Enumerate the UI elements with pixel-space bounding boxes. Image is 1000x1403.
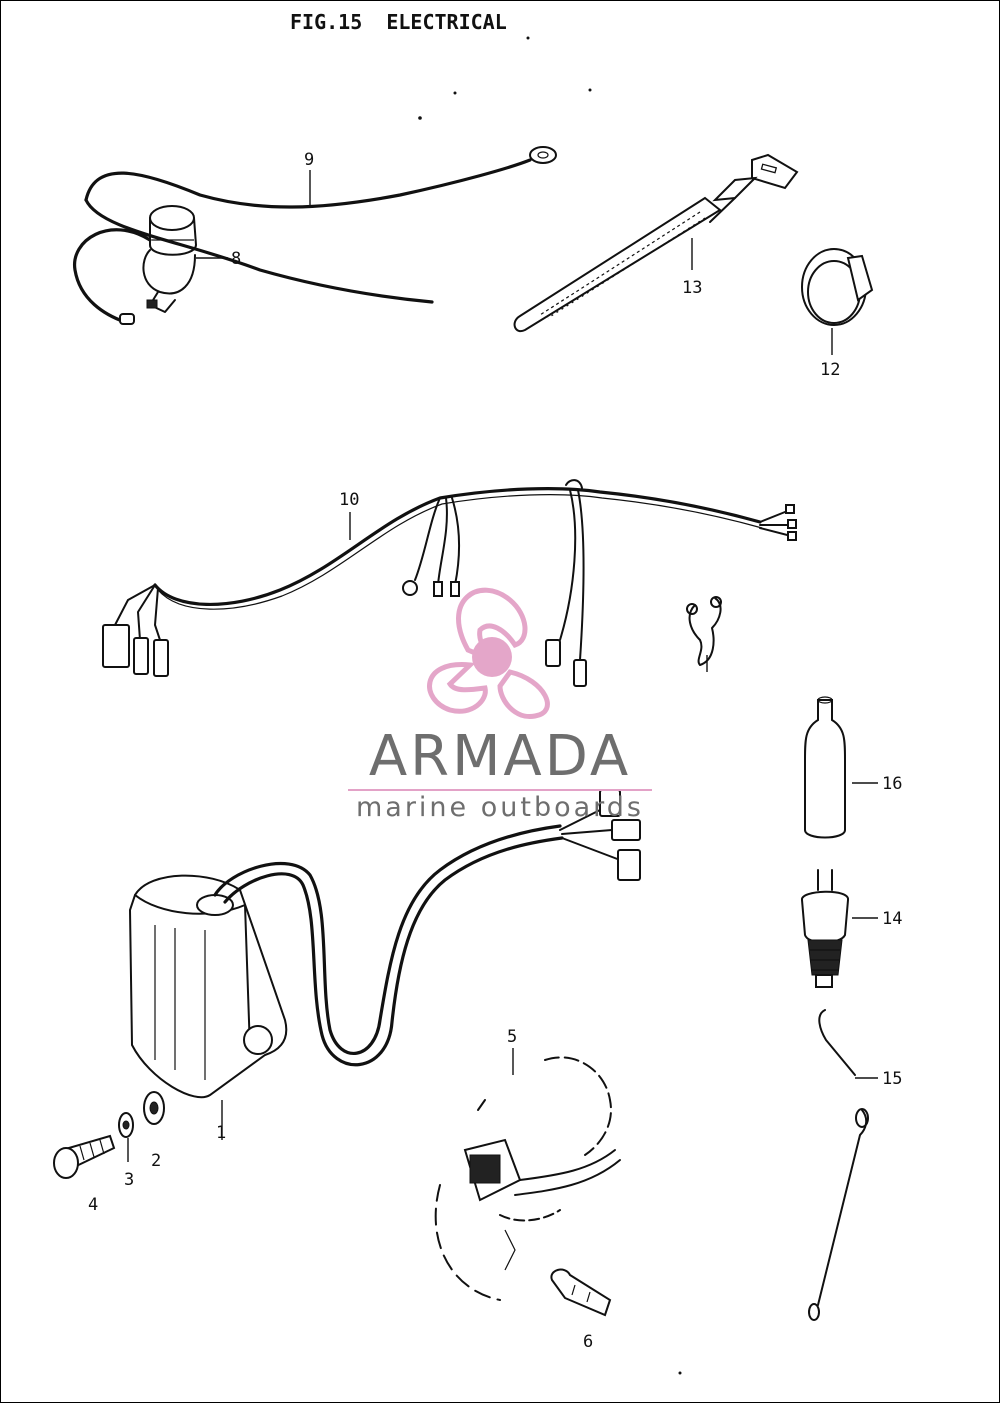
brand-divider	[348, 789, 652, 791]
part-11-clamp	[801, 248, 874, 326]
part-12-cable-tie	[513, 153, 799, 333]
part-4-bolt	[53, 1134, 116, 1179]
part-13-sender	[801, 869, 849, 988]
scan-specks	[418, 36, 682, 1375]
part-14-rod	[808, 1009, 869, 1321]
callout-5: 5	[507, 1027, 517, 1047]
callout-11: 12	[820, 360, 840, 380]
part-3-lock-washer	[118, 1112, 134, 1138]
part-15-boot	[804, 696, 846, 839]
callout-8: 8	[231, 249, 241, 269]
callout-2: 2	[151, 1151, 161, 1171]
part-6-key	[550, 1268, 612, 1317]
brand-tagline: marine outboards	[355, 792, 644, 823]
callout-13: 14	[882, 909, 902, 929]
callout-14: 15	[882, 1069, 902, 1089]
part-16-wire-clip	[686, 596, 722, 666]
callout-10: 10	[339, 490, 359, 510]
callout-1: 1	[216, 1123, 226, 1143]
callout-15: 16	[882, 774, 902, 794]
brand-name: ARMADA	[368, 724, 632, 789]
callout-4: 4	[88, 1195, 98, 1215]
part-8-stop-switch	[73, 205, 197, 325]
part-10-wiring-harness	[102, 479, 797, 687]
figure-title: FIG.15 ELECTRICAL	[290, 10, 507, 34]
callout-9: 9	[304, 150, 314, 170]
armada-propeller-logo	[427, 587, 550, 719]
part-5-switch-assembly	[434, 1056, 621, 1301]
part-2-washer	[143, 1091, 165, 1125]
callout-3: 3	[124, 1170, 134, 1190]
callout-12: 13	[682, 278, 702, 298]
part-9-ground-wire	[84, 146, 557, 304]
armada-watermark: ARMADA marine outboards	[340, 725, 660, 825]
part-1-cdi-unit	[128, 789, 641, 1099]
callout-6: 6	[583, 1332, 593, 1352]
